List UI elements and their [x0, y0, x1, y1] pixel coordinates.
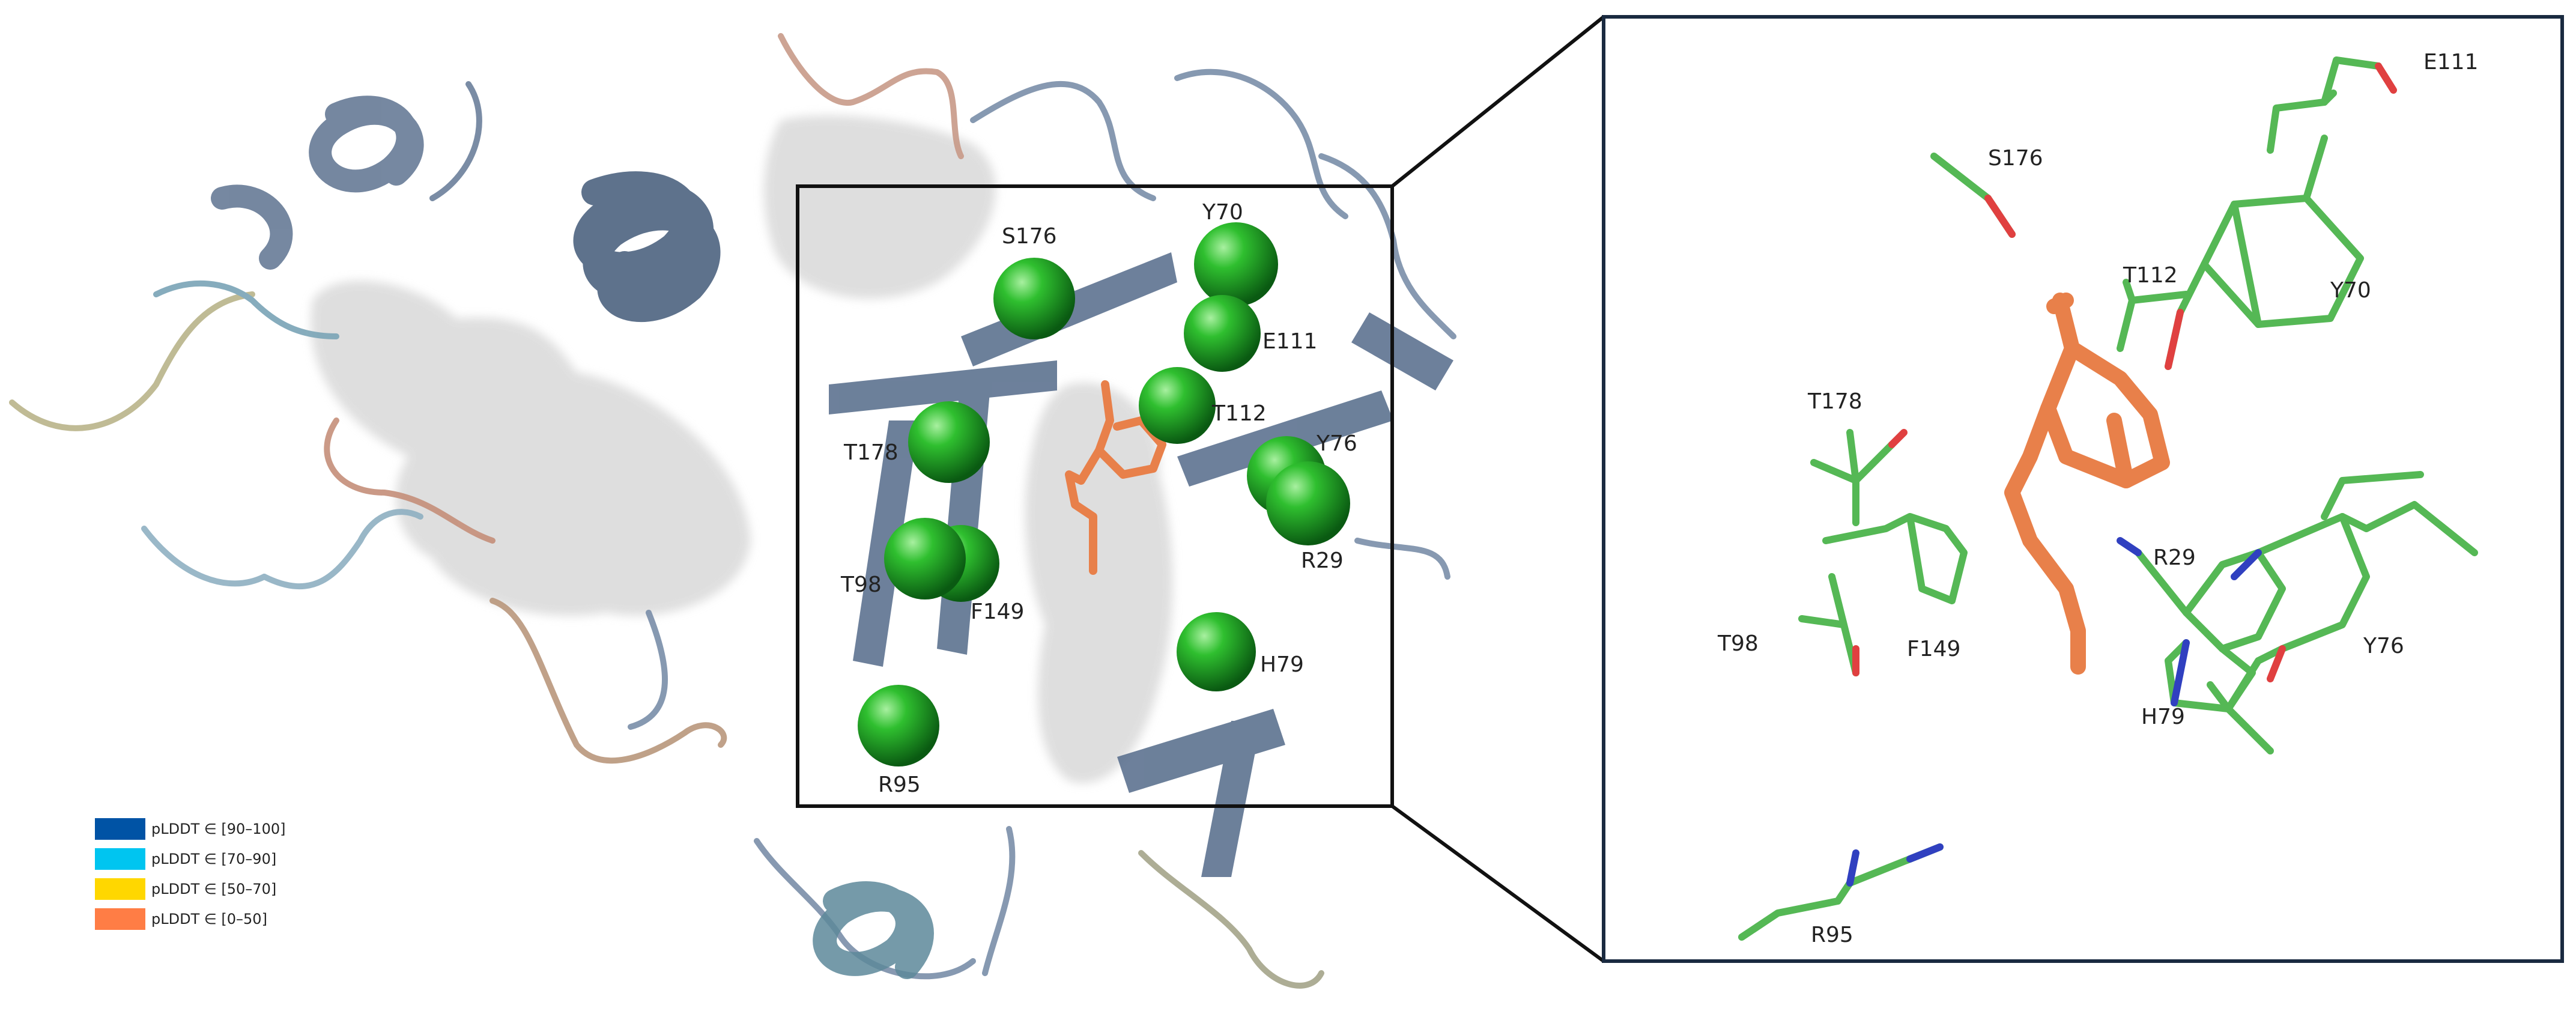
label-Y76: Y76	[1316, 431, 1357, 456]
legend-label-90-100: pLDDT ∈ [90–100]	[151, 821, 285, 837]
pocket-surfaces	[311, 115, 1173, 783]
zoom-label-R29: R29	[2153, 545, 2196, 570]
overview-labels: S176 Y70 E111 T112 T178 Y76 R29 T98 F149…	[840, 200, 1357, 797]
zoom-label-Y76: Y76	[2363, 634, 2404, 658]
zoom-label-Y70: Y70	[2330, 278, 2371, 303]
label-S176: S176	[1002, 224, 1057, 249]
label-F149: F149	[971, 599, 1024, 624]
protein-cartoon-overview	[9, 33, 1456, 989]
plddt-legend: pLDDT ∈ [90–100] pLDDT ∈ [70–90] pLDDT ∈…	[95, 818, 285, 930]
heteroatom-tips	[1846, 62, 2397, 887]
legend-swatch-70-90	[95, 848, 145, 870]
zoom-region-box	[796, 184, 1394, 808]
legend-label-0-50: pLDDT ∈ [0–50]	[151, 911, 267, 927]
zoom-label-S176: S176	[1988, 146, 2043, 171]
helix-left	[211, 96, 424, 270]
connector-top	[1391, 15, 1605, 188]
connector-bottom	[1391, 804, 1605, 963]
label-E111: E111	[1262, 329, 1317, 354]
label-T112: T112	[1211, 401, 1267, 426]
legend-label-70-90: pLDDT ∈ [70–90]	[151, 851, 276, 867]
sphere-T98	[884, 518, 966, 599]
sphere-T178	[908, 401, 990, 483]
sphere-S176	[993, 258, 1075, 339]
sphere-R29	[1266, 461, 1350, 545]
sphere-E111	[1184, 295, 1261, 372]
legend-swatch-0-50	[95, 908, 145, 930]
zoom-labels: E111 S176 T112 Y70 T178 R29 T98 F149 Y76…	[1717, 50, 2478, 947]
legend-label-50-70: pLDDT ∈ [50–70]	[151, 881, 276, 897]
zoom-panel-frame	[1602, 15, 2564, 963]
legend-swatch-90-100	[95, 818, 145, 840]
label-H79: H79	[1260, 652, 1304, 677]
sphere-Y70	[1194, 222, 1278, 306]
zoom-label-F149: F149	[1907, 637, 1960, 661]
helix-middle	[573, 171, 721, 323]
label-T98: T98	[840, 572, 882, 597]
label-R29: R29	[1301, 548, 1344, 573]
zoom-label-R95: R95	[1811, 923, 1853, 947]
zoom-label-H79: H79	[2141, 705, 2185, 729]
zoom-panel: E111 S176 T112 Y70 T178 R29 T98 F149 Y76…	[1602, 15, 2564, 963]
sphere-H79	[1177, 612, 1256, 691]
label-Y70: Y70	[1202, 200, 1243, 225]
label-T178: T178	[843, 440, 899, 465]
zoom-label-T98: T98	[1717, 631, 1759, 656]
residue-spheres	[858, 222, 1350, 766]
ribbon-loops	[9, 33, 1456, 989]
zoom-label-E111: E111	[2423, 50, 2478, 74]
sphere-R95	[858, 685, 939, 766]
zoom-label-T112: T112	[2123, 263, 2178, 288]
ligand-zoom	[2004, 293, 2170, 675]
label-R95: R95	[878, 772, 921, 797]
sphere-T112	[1139, 367, 1216, 444]
legend-swatch-50-70	[95, 878, 145, 900]
helix-bottom	[813, 881, 934, 979]
zoom-label-T178: T178	[1807, 389, 1862, 414]
